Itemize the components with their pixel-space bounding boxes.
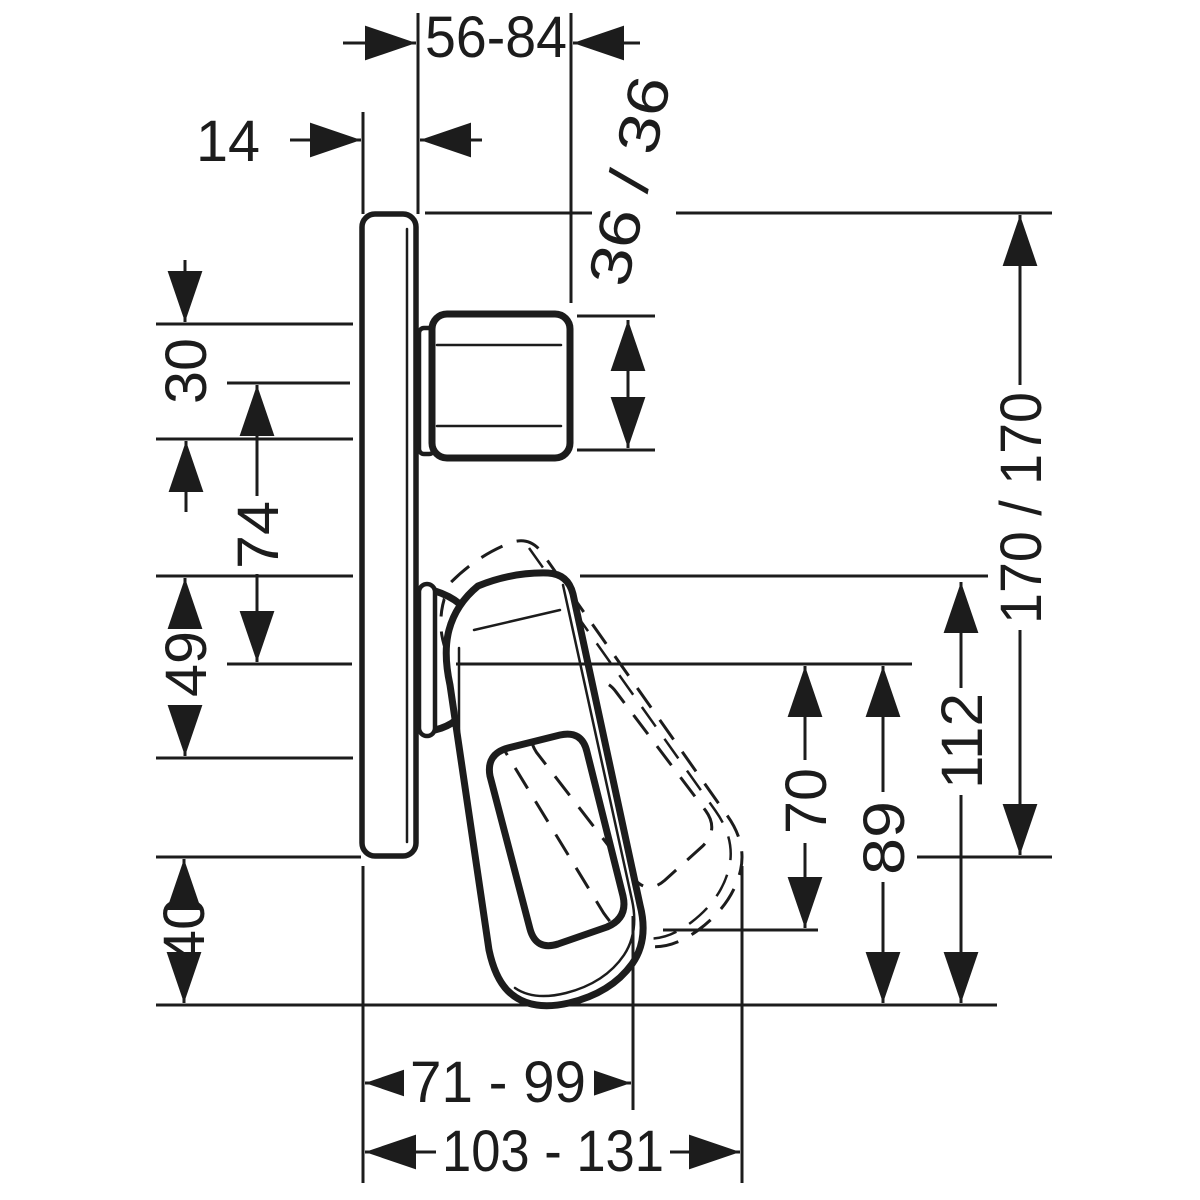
control-knob — [416, 310, 574, 462]
dim-label-lever-reach-down: 89 — [852, 801, 917, 875]
dim-lever-reach-open: 70 — [774, 666, 839, 928]
lever-face-crease-top — [472, 608, 562, 632]
dim-label-plate-thickness: 14 — [196, 109, 260, 174]
dim-bottom-offset: 40 — [152, 859, 217, 1003]
ext-knob-top-bottom — [577, 314, 655, 452]
dim-label-axis-spacing: 74 — [226, 501, 291, 569]
dim-lower-spacing: 49 — [154, 578, 219, 756]
wall-plate — [359, 211, 419, 859]
extension-lines — [156, 13, 1052, 1183]
dim-label-lever-height: 112 — [930, 693, 995, 789]
dim-label-projection-min: 71 - 99 — [410, 1050, 586, 1115]
dim-projection-max: 103 - 131 — [365, 1119, 740, 1184]
dim-label-knob-size: 36 / 36 — [576, 71, 684, 292]
dim-lever-height: 112 — [930, 582, 995, 1003]
lever-washer — [416, 581, 438, 739]
dim-label-lever-reach-open: 70 — [774, 768, 839, 834]
dim-plate-thickness: 14 — [196, 109, 482, 174]
dim-label-bottom-offset: 40 — [152, 897, 217, 963]
dim-knob-size: 36 / 36 — [576, 71, 684, 448]
dim-plate-size: 170 / 170 — [989, 215, 1054, 855]
dim-knob-offset: 30 — [154, 260, 219, 512]
lever-handle — [442, 569, 647, 1010]
dim-label-plate-size: 170 / 170 — [989, 392, 1054, 624]
dim-label-projection-max: 103 - 131 — [442, 1119, 664, 1184]
dim-lever-reach-down: 89 — [852, 666, 917, 1003]
dim-label-knob-offset: 30 — [154, 338, 219, 404]
dim-projection-min: 71 - 99 — [365, 1050, 631, 1115]
dim-label-lower-spacing: 49 — [154, 631, 219, 697]
dim-depth-range: 56-84 — [343, 5, 640, 70]
knob-body — [428, 310, 574, 462]
dim-label-depth-range: 56-84 — [425, 5, 567, 70]
dim-axis-spacing: 74 — [226, 385, 291, 662]
